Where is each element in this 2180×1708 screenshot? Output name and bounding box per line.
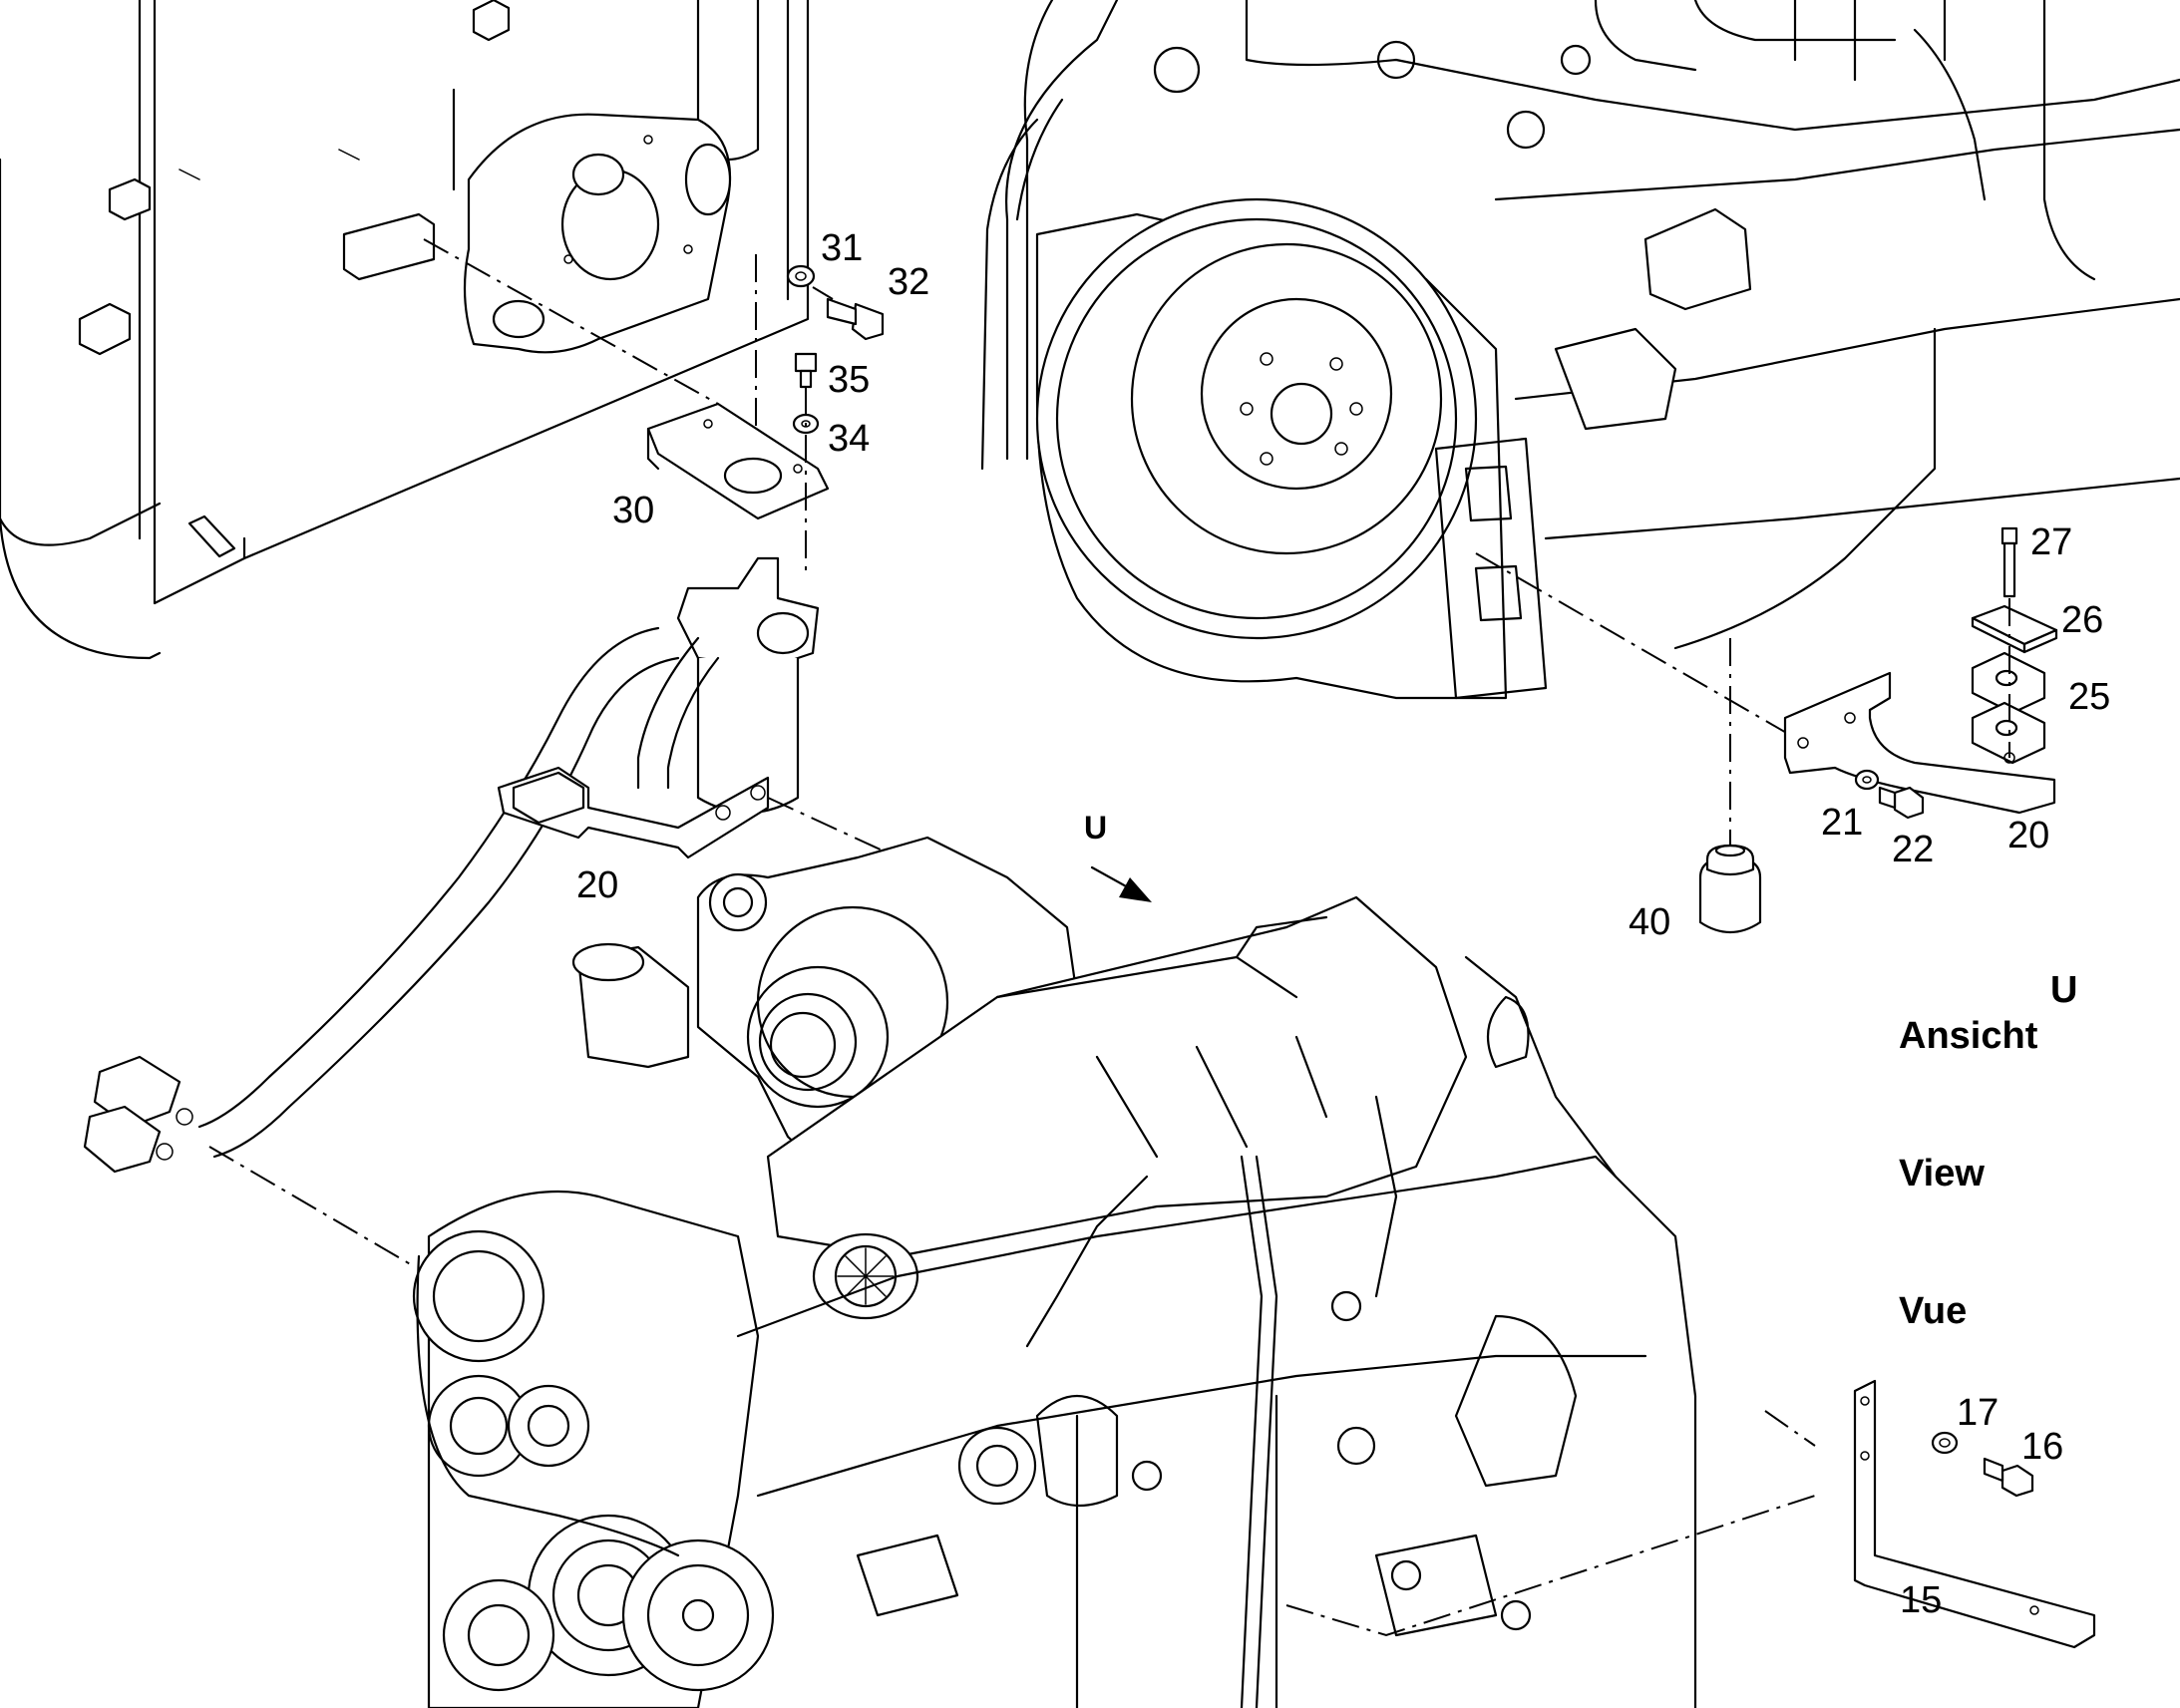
- callout-17: 17: [1957, 1392, 1999, 1434]
- engine-main: [412, 836, 1697, 1708]
- assembly-line-bracket-20-left: [767, 797, 899, 858]
- callout-34: 34: [828, 418, 871, 460]
- bolt-27: [2000, 526, 2018, 598]
- callout-20-left: 20: [576, 864, 619, 906]
- bolt-16: [1983, 1457, 2034, 1498]
- callout-35: 35: [828, 359, 871, 401]
- assembly-line-hose: [208, 1146, 415, 1267]
- view-label-line1: Ansicht: [1899, 1015, 2038, 1057]
- fuel-hoses: [83, 626, 720, 1174]
- callout-40: 40: [1629, 901, 1671, 943]
- callout-32: 32: [888, 261, 930, 303]
- fuel-filter: [676, 556, 820, 814]
- view-arrow-letter: U: [1084, 810, 1108, 846]
- washer-31: [786, 264, 816, 288]
- view-label-line2: View: [1899, 1153, 1985, 1195]
- bolt-32: [826, 297, 885, 341]
- bracket-20-left: [497, 766, 770, 859]
- bracket-15: [1853, 1379, 2096, 1649]
- bolt-35: [794, 352, 818, 389]
- view-arrow-u: [1090, 865, 1152, 902]
- assembly-line-bracket-15: [1285, 1495, 1816, 1637]
- washer-21: [1854, 769, 1880, 791]
- assembly-line-bracket: [423, 238, 719, 405]
- callout-21: 21: [1821, 802, 1864, 844]
- plug-40: [1698, 844, 1762, 933]
- bracket-20-right: [1783, 671, 2056, 815]
- callout-30: 30: [612, 490, 655, 531]
- callout-20-right: 20: [2007, 815, 2050, 856]
- bolt-22: [1878, 786, 1925, 820]
- engine-rear: [980, 0, 2180, 700]
- washer-17: [1931, 1431, 1959, 1455]
- callout-31: 31: [821, 227, 864, 269]
- callout-26: 26: [2061, 599, 2104, 641]
- view-label: Ansicht View Vue: [1899, 921, 2037, 1426]
- assembly-line-32: [812, 286, 834, 300]
- view-label-letter: U: [2050, 969, 2078, 1011]
- view-label-line3: Vue: [1899, 1290, 1968, 1332]
- callout-16: 16: [2021, 1426, 2064, 1468]
- clamp-cover-26: [1971, 604, 2058, 654]
- callout-15: 15: [1900, 1579, 1943, 1621]
- bracket-30: [646, 402, 830, 520]
- callout-27: 27: [2030, 521, 2073, 563]
- tank-frame: [0, 0, 810, 660]
- assembly-line-washer-17: [1764, 1410, 1816, 1447]
- callout-25: 25: [2068, 676, 2111, 718]
- callout-22: 22: [1892, 829, 1935, 870]
- assembly-line-engine-mount: [1475, 552, 1796, 739]
